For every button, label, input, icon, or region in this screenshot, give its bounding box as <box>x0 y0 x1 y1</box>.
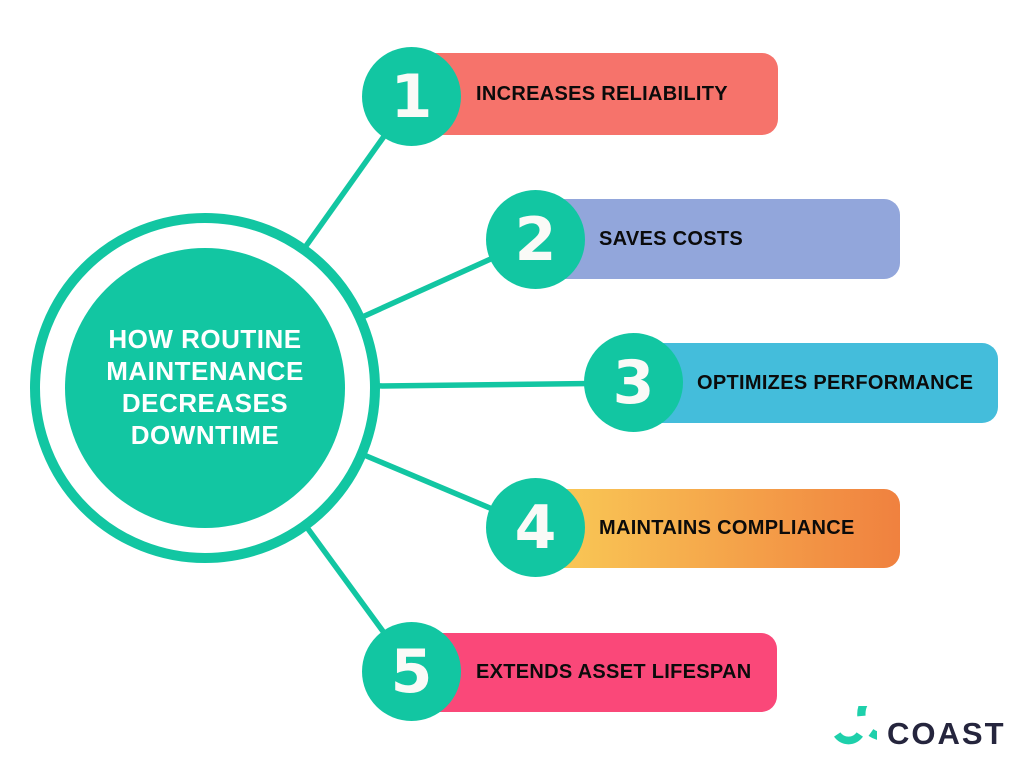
number-circle-5: 5 <box>362 622 461 721</box>
benefit-bar-4: MAINTAINS COMPLIANCE <box>533 489 900 568</box>
benefit-bar-5: EXTENDS ASSET LIFESPAN <box>410 633 777 712</box>
benefit-bar-1: INCREASES RELIABILITY <box>410 53 778 135</box>
number-circle-3: 3 <box>584 333 683 432</box>
number-text: 2 <box>514 204 557 275</box>
number-text: 4 <box>514 492 557 563</box>
benefit-label: OPTIMIZES PERFORMANCE <box>697 371 974 394</box>
infographic-title: HOW ROUTINE MAINTENANCE DECREASES DOWNTI… <box>106 324 304 452</box>
number-text: 5 <box>390 636 433 707</box>
title-line: DOWNTIME <box>130 419 280 450</box>
benefit-label: INCREASES RELIABILITY <box>476 82 728 105</box>
benefit-label: EXTENDS ASSET LIFESPAN <box>476 661 752 683</box>
coast-wordmark: COAST <box>887 716 1006 751</box>
number-circle-1: 1 <box>362 47 461 146</box>
number-text: 3 <box>612 347 655 418</box>
title-line: DECREASES <box>121 388 289 418</box>
coast-brand: COAST <box>820 705 1006 763</box>
central-circle: HOW ROUTINE MAINTENANCE DECREASES DOWNTI… <box>65 248 345 528</box>
number-circle-4: 4 <box>486 478 585 577</box>
benefit-bar-3: OPTIMIZES PERFORMANCE <box>631 343 998 423</box>
benefit-label: MAINTAINS COMPLIANCE <box>599 517 855 539</box>
title-line: HOW ROUTINE <box>108 324 302 355</box>
title-line: MAINTENANCE <box>106 356 304 387</box>
benefit-label: SAVES COSTS <box>599 227 744 250</box>
number-circle-2: 2 <box>486 190 585 289</box>
number-text: 1 <box>390 61 433 132</box>
coast-logo-icon <box>834 705 877 744</box>
benefit-bar-2: SAVES COSTS <box>533 199 900 279</box>
